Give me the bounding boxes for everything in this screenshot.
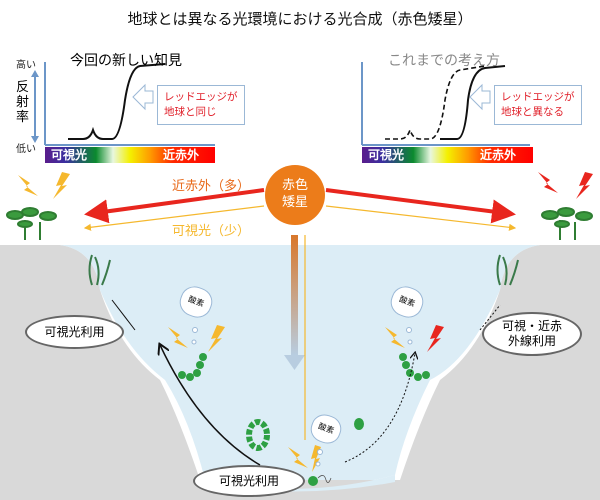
y-low-label: 低い xyxy=(16,144,36,155)
left-callout-line1: レッドエッジが xyxy=(164,91,238,103)
visible-nir-use-oval: 可視・近赤外線利用 xyxy=(482,312,582,356)
nir-label: 近赤外 xyxy=(163,148,200,162)
star-label-line1: 赤色 xyxy=(281,178,308,193)
oval-line1: 可視・近赤 xyxy=(501,319,562,333)
visible-use-oval-bottom: 可視光利用 xyxy=(193,465,305,497)
visible-ray-left xyxy=(83,205,265,231)
old-reflectance-curve xyxy=(385,65,486,140)
nir-label: 近赤外 xyxy=(480,148,517,162)
nir-ray-right xyxy=(325,188,516,224)
left-reflectance-curve xyxy=(68,63,166,140)
oval-line2: 外線利用 xyxy=(507,334,556,348)
y-axis-label: 反射率 xyxy=(16,80,30,125)
left-callout-line2: 地球と同じ xyxy=(164,106,217,118)
red-lightning-icons xyxy=(427,172,593,352)
star-label-line2: 矮星 xyxy=(281,195,308,210)
seaweed-right xyxy=(496,254,519,286)
cyanobacteria xyxy=(178,353,430,486)
y-high-label: 高い xyxy=(16,60,36,71)
nir-ray-left xyxy=(84,188,265,224)
right-reflectance-curve xyxy=(440,65,506,140)
left-graph-title: 今回の新しい知見 xyxy=(70,53,182,69)
arrow-to-nir xyxy=(344,353,415,463)
right-spectrum-bar: 可視光 近赤外 xyxy=(362,147,533,163)
star-label: 赤色 矮星 xyxy=(265,177,325,211)
plant-left xyxy=(6,207,57,240)
nir-beam-down xyxy=(291,235,298,355)
plant-right xyxy=(541,207,593,240)
right-callout: レッドエッジが 地球と異なる xyxy=(494,85,582,125)
right-graph-title: これまでの考え方 xyxy=(388,53,500,69)
right-callout-line1: レッドエッジが xyxy=(501,91,575,103)
left-callout: レッドエッジが 地球と同じ xyxy=(157,85,245,125)
seaweed-left xyxy=(88,254,111,286)
arrow-to-visible xyxy=(160,345,261,466)
red-dwarf-star xyxy=(265,165,325,225)
page-title: 地球とは異なる光環境における光合成（赤色矮星） xyxy=(127,10,473,28)
visible-ray-right xyxy=(325,205,517,231)
visible-label: 可視光 xyxy=(368,148,405,162)
lightning-icons xyxy=(18,172,405,472)
visible-ray-label: 可視光（少） xyxy=(172,224,251,239)
left-spectrum-bar: 可視光 近赤外 xyxy=(45,147,215,163)
nir-ray-label: 近赤外（多） xyxy=(172,179,251,194)
visible-label: 可視光 xyxy=(51,148,88,162)
visible-use-oval-left: 可視光利用 xyxy=(25,315,124,349)
land xyxy=(0,245,200,500)
right-callout-line2: 地球と異なる xyxy=(501,106,564,118)
